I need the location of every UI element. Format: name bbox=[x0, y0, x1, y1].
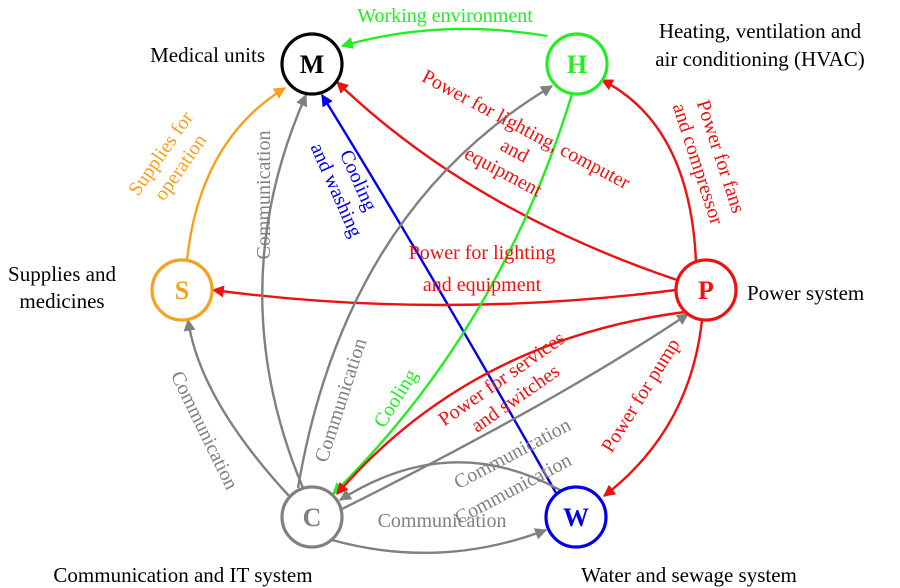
edge-label-c-h: Communication bbox=[311, 336, 372, 465]
edge-label-c-s: Communication bbox=[166, 368, 242, 493]
edge-w-m bbox=[320, 93, 558, 494]
edge-c-s bbox=[183, 318, 291, 498]
edge-label-p-s: Power for lighting and equipment bbox=[409, 242, 556, 296]
edge-p-c bbox=[336, 310, 686, 495]
node-h-letter: H bbox=[567, 50, 587, 79]
node-w-circle bbox=[544, 485, 608, 549]
node-p-letter: P bbox=[698, 276, 714, 305]
edge-label-c-m: Communication bbox=[253, 131, 275, 260]
edge-label-c-m-line-0: Communication bbox=[253, 131, 275, 260]
edge-label-c-h-line-0: Communication bbox=[311, 336, 372, 465]
edge-h-c bbox=[332, 93, 574, 495]
node-m-label-line-0: Medical units bbox=[150, 43, 265, 67]
edge-label-c-s-line-0: Communication bbox=[166, 368, 242, 493]
edge-c-m bbox=[261, 93, 308, 489]
edge-c-w bbox=[331, 528, 548, 554]
node-c-label-line-0: Communication and IT system bbox=[53, 563, 312, 587]
node-w-letter: W bbox=[563, 503, 589, 532]
node-c-letter: C bbox=[303, 503, 322, 532]
nodes-layer: M H P S C W bbox=[150, 32, 738, 549]
edge-c-h bbox=[296, 84, 554, 489]
node-h-label-line-1: air conditioning (HVAC) bbox=[655, 47, 865, 71]
node-w-label-line-0: Water and sewage system bbox=[581, 563, 797, 587]
node-labels-layer: Medical units Heating, ventilation and air… bbox=[8, 19, 865, 587]
edge-p-w bbox=[603, 319, 704, 497]
edge-h-m bbox=[340, 27, 548, 49]
node-h-label-line-0: Heating, ventilation and bbox=[659, 19, 862, 43]
edge-c-p bbox=[339, 313, 689, 512]
edge-label-p-s-line-0: Power for lighting bbox=[409, 242, 556, 264]
edge-label-h-m: Working environment bbox=[357, 5, 533, 27]
node-m-circle bbox=[280, 32, 344, 96]
edge-s-m bbox=[185, 86, 287, 261]
edge-p-s bbox=[211, 285, 677, 307]
edge-label-p-w: Power for pump bbox=[597, 335, 685, 457]
node-s-circle bbox=[150, 258, 214, 322]
node-p-label-line-0: Power system bbox=[747, 281, 864, 305]
edge-label-p-s-line-1: and equipment bbox=[423, 274, 542, 296]
edge-label-c-w: Communication bbox=[378, 510, 507, 532]
node-h-circle bbox=[545, 32, 609, 96]
edges-layer bbox=[183, 27, 704, 554]
node-s-label-line-0: Supplies and bbox=[8, 262, 116, 286]
edge-p-h bbox=[600, 78, 698, 263]
edge-label-p-w-line-0: Power for pump bbox=[597, 335, 685, 457]
node-m-letter: M bbox=[300, 50, 325, 79]
edge-w-c bbox=[338, 461, 561, 502]
edge-p-m bbox=[336, 81, 678, 282]
node-c-circle bbox=[280, 485, 344, 549]
node-s-letter: S bbox=[175, 276, 189, 305]
node-p-circle bbox=[674, 258, 738, 322]
node-s-label-line-1: medicines bbox=[19, 289, 104, 313]
edge-label-c-w-line-0: Communication bbox=[378, 510, 507, 532]
edge-label-h-m-line-0: Working environment bbox=[357, 5, 533, 27]
